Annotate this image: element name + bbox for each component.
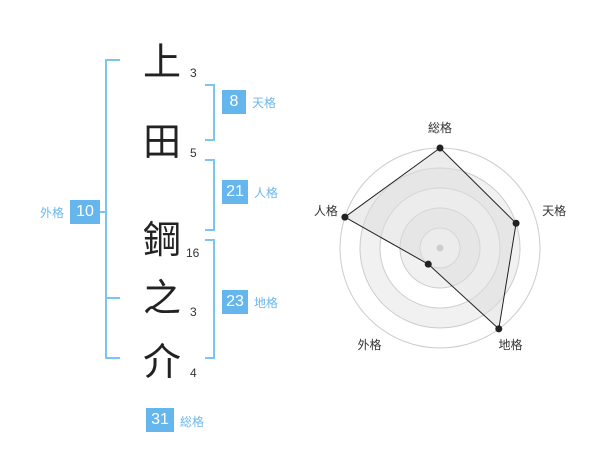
jinkaku-bracket — [205, 159, 215, 231]
chikaku-label: 地格 — [254, 296, 279, 310]
soukaku-badge: 31 — [146, 408, 174, 432]
chikaku-bracket — [205, 239, 215, 359]
radar-axis-label-4: 人格 — [314, 203, 338, 218]
stroke-count-4: 3 — [190, 305, 197, 319]
radar-axis-label-3: 外格 — [357, 337, 381, 352]
radar-center-dot — [436, 244, 444, 252]
jinkaku-label: 人格 — [254, 186, 279, 200]
name-char-3: 鋼 — [142, 218, 181, 262]
name-char-2: 田 — [142, 120, 181, 164]
radar-point-3 — [424, 260, 432, 268]
radar-axis-label-1: 天格 — [542, 203, 566, 218]
gaikaku-label: 外格 — [40, 206, 65, 220]
soukaku-label: 総格 — [180, 415, 205, 429]
tenkaku-bracket — [205, 84, 215, 141]
name-char-1: 上 — [142, 40, 181, 84]
stroke-count-3: 16 — [186, 246, 200, 260]
radar-axis-label-0: 総格 — [428, 120, 452, 135]
stroke-count-1: 3 — [190, 66, 197, 80]
tenkaku-badge: 8 — [222, 90, 246, 114]
stroke-count-2: 5 — [190, 146, 197, 160]
stroke-count-5: 4 — [190, 366, 197, 380]
radar-point-0 — [436, 144, 444, 152]
name-char-5: 介 — [142, 340, 181, 384]
tenkaku-label: 天格 — [252, 96, 277, 110]
gaikaku-badge: 10 — [70, 200, 100, 224]
radar-point-4 — [341, 213, 349, 221]
name-char-4: 之 — [142, 276, 181, 320]
radar-axis-label-2: 地格 — [499, 337, 523, 352]
radar-point-2 — [495, 325, 503, 333]
radar-value-polygon — [343, 147, 517, 330]
chikaku-badge: 23 — [222, 290, 248, 314]
gaikaku-bracket — [105, 59, 120, 359]
jinkaku-badge: 21 — [222, 180, 248, 204]
radar-point-1 — [512, 219, 520, 227]
